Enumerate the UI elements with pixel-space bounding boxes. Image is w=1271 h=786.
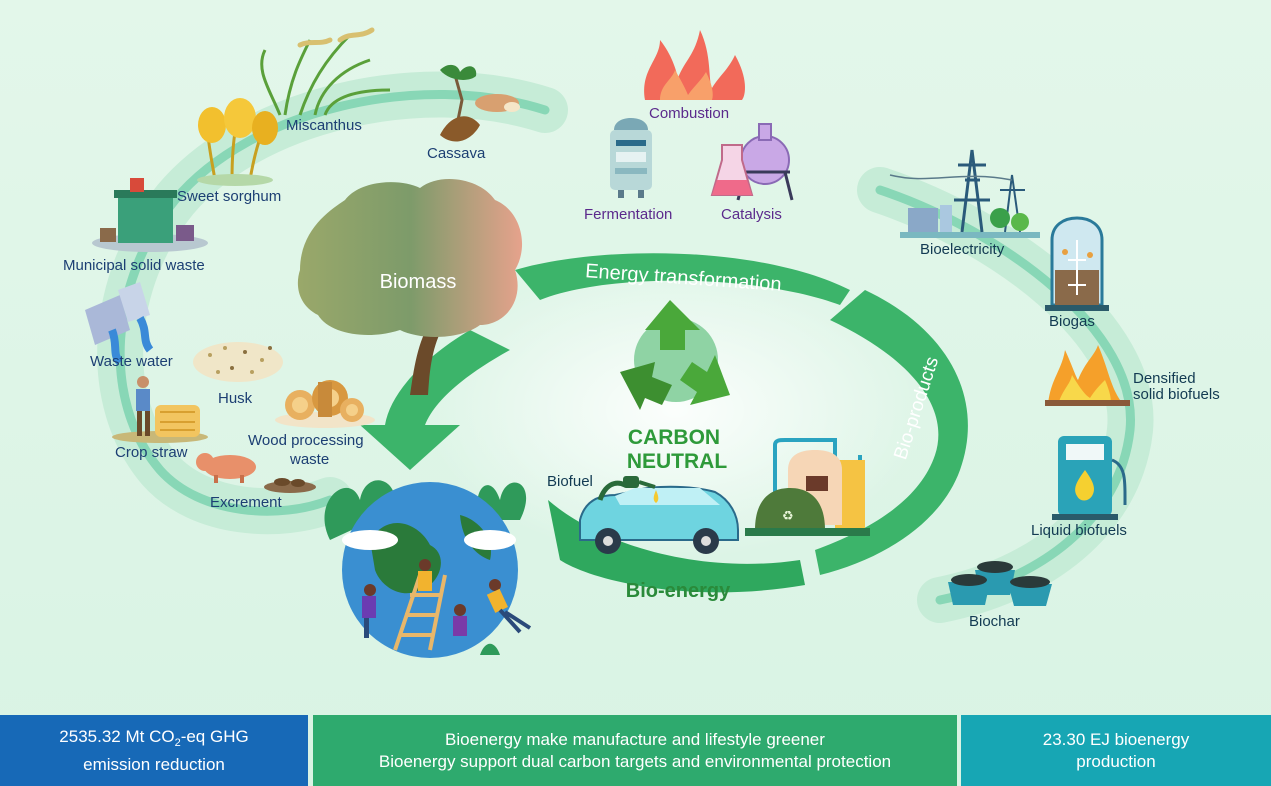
label-combustion: Combustion	[649, 105, 730, 122]
label-bioelectricity: Bioelectricity	[920, 241, 1005, 258]
center-text-line1: CARBON	[628, 426, 720, 449]
label-waste-water: Waste water	[90, 353, 173, 370]
flask-icon	[710, 123, 794, 201]
center-text-line2: NEUTRAL	[627, 450, 727, 473]
ring-label-bottom: Bio-energy	[626, 580, 731, 602]
power-tower-icon	[889, 149, 1040, 238]
footer-production-line2: production	[1076, 751, 1156, 771]
label-sweet-sorghum: Sweet sorghum	[177, 188, 282, 205]
label-municipal-solid-waste: Municipal solid waste	[63, 257, 205, 274]
label-miscanthus: Miscanthus	[286, 117, 362, 134]
label-cassava: Cassava	[427, 145, 486, 162]
footer-emission-line2: emission reduction	[83, 754, 225, 774]
label-biofuel: Biofuel	[547, 473, 593, 490]
car-icon	[579, 485, 739, 554]
footer-emission-line1: 2535.32 Mt CO2-eq GHG	[59, 726, 249, 749]
ring-left-arrow	[360, 330, 510, 470]
ladder-icon	[393, 574, 447, 651]
trash-icon	[92, 178, 208, 252]
label-densified: Densified	[1133, 370, 1196, 387]
earth-icon	[324, 480, 532, 658]
label-catalysis: Catalysis	[721, 206, 782, 223]
footer-production-line1: 23.30 EJ bioenergy	[1042, 729, 1190, 749]
diagram-art: ♻	[85, 27, 1154, 658]
footer-statement-line1: Bioenergy make manufacture and lifestyle…	[445, 729, 825, 749]
footer-statement: Bioenergy make manufacture and lifestyle…	[313, 715, 957, 786]
ring-right-arrow	[815, 290, 968, 575]
fuel-pump-icon	[597, 476, 659, 503]
dung-icon	[264, 478, 316, 493]
left-source-track	[115, 90, 550, 516]
tree-icon	[297, 178, 523, 395]
label-solid-biofuels: solid biofuels	[1133, 386, 1220, 403]
label-husk: Husk	[218, 390, 253, 407]
charcoal-icon	[948, 561, 1052, 606]
ring-top-arrow	[515, 253, 850, 305]
grass-icon	[260, 27, 391, 116]
label-excrement: Excrement	[210, 494, 282, 511]
right-product-track	[875, 185, 1135, 605]
ring-bottom-arrow	[548, 500, 805, 593]
sorghum-icon	[197, 98, 278, 186]
footer-statement-line2: Bioenergy support dual carbon targets an…	[378, 751, 892, 771]
flame-icon	[644, 30, 746, 100]
label-wood-processing: Wood processing	[248, 432, 364, 449]
label-biochar: Biochar	[969, 613, 1020, 630]
footer-emission: 2535.32 Mt CO2-eq GHG emission reduction	[0, 715, 308, 786]
pig-icon	[196, 453, 256, 483]
farmer-icon	[112, 376, 208, 443]
label-biogas: Biogas	[1049, 313, 1095, 330]
footer-production: 23.30 EJ bioenergy production	[961, 715, 1271, 786]
fire-icon	[1045, 345, 1130, 406]
pump-icon	[1052, 436, 1127, 520]
recycle-icon	[620, 300, 730, 410]
label-wood-waste: waste	[290, 451, 330, 468]
tree-label: Biomass	[380, 271, 457, 293]
label-fermentation: Fermentation	[584, 206, 673, 223]
label-liquid-biofuels: Liquid biofuels	[1031, 522, 1127, 539]
fermenter-icon	[610, 118, 652, 198]
svg-text:♻: ♻	[782, 509, 794, 524]
log-icon	[275, 380, 375, 428]
digester-icon: ♻	[745, 438, 870, 536]
pipe-icon	[85, 282, 154, 366]
cassava-icon	[440, 64, 520, 142]
husk-icon	[193, 342, 283, 382]
biogas-tank-icon	[1045, 216, 1109, 311]
label-crop-straw: Crop straw	[115, 444, 188, 461]
